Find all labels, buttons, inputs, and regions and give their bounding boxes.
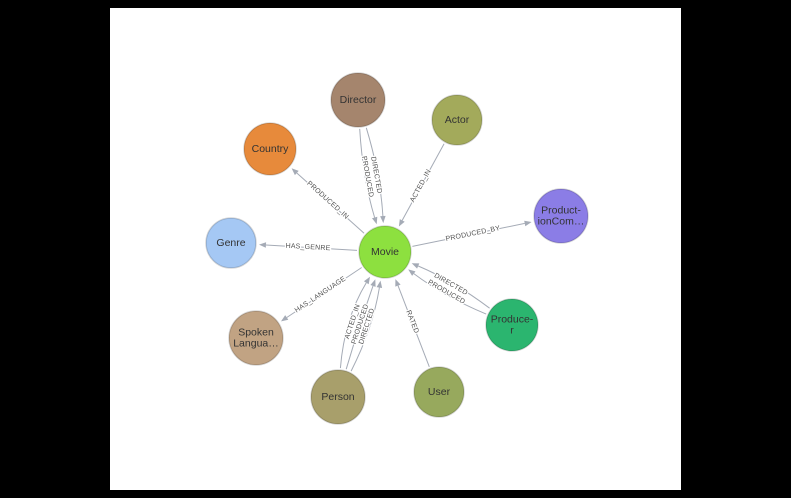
edge-line[interactable]: [365, 127, 384, 217]
node-label: ionCom…: [538, 216, 585, 228]
graph-edge-rated-user[interactable]: [395, 279, 430, 367]
node-label: Person: [321, 391, 354, 403]
graph-edge-directed-person[interactable]: [350, 280, 383, 372]
arrowhead-icon: [395, 279, 401, 287]
edge-line[interactable]: [412, 222, 525, 247]
arrowhead-icon: [411, 263, 420, 269]
graph-node-production_company[interactable]: Product-ionCom…: [533, 188, 589, 244]
arrowhead-icon: [372, 216, 378, 225]
graph-node-actor[interactable]: Actor: [431, 94, 483, 146]
node-circle[interactable]: [358, 225, 412, 279]
arrowhead-icon: [524, 220, 532, 227]
node-circle[interactable]: [431, 94, 483, 146]
graph-node-user[interactable]: User: [413, 366, 465, 418]
node-circle[interactable]: [533, 188, 589, 244]
graph-node-director[interactable]: Director: [330, 72, 386, 128]
graph-edge-acted_in-person[interactable]: [339, 276, 370, 369]
node-label: Country: [252, 143, 290, 155]
arrowhead-icon: [259, 242, 267, 248]
graph-node-country[interactable]: Country: [243, 122, 297, 176]
node-circle[interactable]: [330, 72, 386, 128]
edges-layer: [259, 127, 532, 372]
node-label: Movie: [371, 246, 399, 258]
edge-line[interactable]: [350, 287, 380, 372]
node-label: Produce-: [491, 314, 534, 326]
arrowhead-icon: [370, 279, 376, 287]
node-circle[interactable]: [413, 366, 465, 418]
graph-edge-produced-person[interactable]: [345, 279, 376, 370]
arrowhead-icon: [376, 280, 383, 288]
graph-node-movie[interactable]: Movie: [358, 225, 412, 279]
node-label: Actor: [445, 114, 470, 126]
arrowhead-icon: [281, 315, 289, 322]
node-label: Product-: [541, 205, 581, 217]
arrowhead-icon: [408, 269, 416, 276]
arrowhead-icon: [363, 276, 370, 285]
graph-edge-acted_in-actor[interactable]: [398, 143, 445, 227]
edge-line[interactable]: [339, 282, 367, 369]
node-circle[interactable]: [485, 298, 539, 352]
graph-edge-directed-producer[interactable]: [411, 263, 490, 309]
edge-line[interactable]: [286, 267, 362, 318]
graph-node-genre[interactable]: Genre: [205, 217, 257, 269]
edge-line[interactable]: [345, 285, 374, 370]
edge-line[interactable]: [413, 273, 487, 315]
graph-node-person[interactable]: Person: [310, 369, 366, 425]
node-circle[interactable]: [243, 122, 297, 176]
graph-node-producer[interactable]: Produce-r: [485, 298, 539, 352]
edge-line[interactable]: [401, 143, 445, 221]
node-label: Langua…: [233, 338, 279, 350]
edge-line[interactable]: [265, 244, 358, 251]
graph-edge-has_genre-movie[interactable]: [259, 242, 358, 251]
node-label: Genre: [216, 237, 245, 249]
graph-node-spoken_language[interactable]: SpokenLangua…: [228, 310, 284, 366]
edge-line[interactable]: [296, 172, 365, 234]
node-label: Director: [340, 94, 377, 106]
graph-edge-produced_by-movie[interactable]: [412, 220, 532, 247]
node-circle[interactable]: [205, 217, 257, 269]
arrowhead-icon: [291, 168, 299, 176]
node-circle[interactable]: [228, 310, 284, 366]
node-label: User: [428, 386, 451, 398]
edge-line[interactable]: [418, 265, 490, 309]
nodes-layer: Movie DirectorActorCountryGenreSpokenLang…: [205, 72, 589, 425]
graph-edge-directed-director[interactable]: [365, 127, 386, 224]
node-label: Spoken: [238, 327, 274, 339]
arrowhead-icon: [380, 215, 386, 224]
graph-edge-produced_in-movie[interactable]: [291, 168, 365, 234]
graph-edge-has_language-movie[interactable]: [281, 267, 362, 322]
graph-edge-produced-director[interactable]: [359, 128, 378, 225]
edge-line[interactable]: [397, 285, 430, 367]
edge-line[interactable]: [359, 128, 376, 218]
node-label: r: [510, 325, 514, 337]
graph-edge-produced-producer[interactable]: [408, 269, 487, 315]
arrowhead-icon: [398, 219, 405, 227]
node-circle[interactable]: [310, 369, 366, 425]
